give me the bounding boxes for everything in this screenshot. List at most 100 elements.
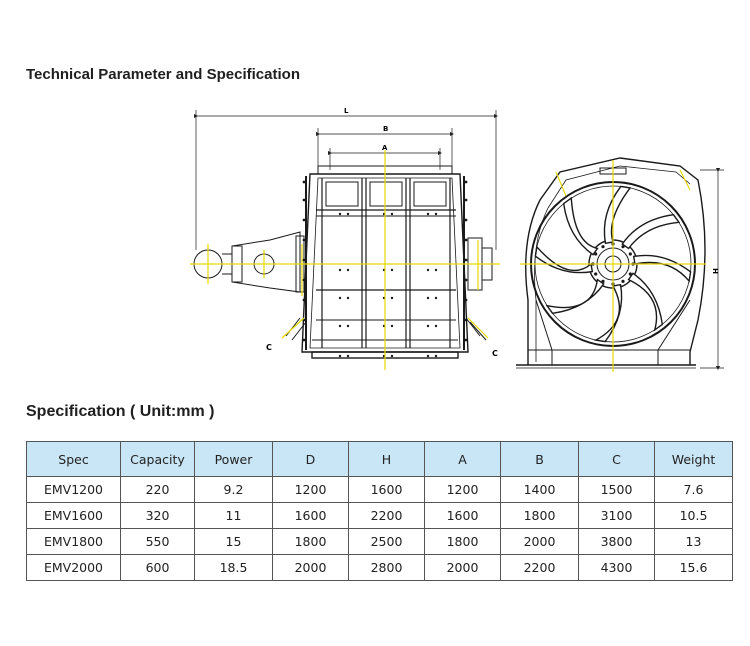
impeller-blade [545,278,605,315]
dim-label-C-right: C [492,349,498,358]
bolt-dot [338,354,342,358]
column-header-power: Power [194,441,273,477]
hub-bolt [628,252,632,256]
table-cell: 2000 [424,554,501,581]
bolt-dot [434,296,438,300]
impeller-blade [627,272,664,332]
impeller-blades [534,185,692,343]
table-cell: 1800 [424,528,501,555]
bolt-dot [434,268,438,272]
bolt-dot [302,278,306,282]
column-header-d: D [272,441,349,477]
table-cell: 15.6 [654,554,733,581]
table-cell: 2500 [348,528,425,555]
table-cell: 13 [654,528,733,555]
table-cell: 11 [194,502,273,529]
bolt-dot [338,268,342,272]
impeller-blade [632,254,692,283]
bolt-dot [434,324,438,328]
bolt-dot [464,198,468,202]
table-cell: 1200 [424,476,501,503]
column-header-capacity: Capacity [120,441,195,477]
bolt-dot [390,268,394,272]
bolt-dot [302,338,306,342]
dim-label-A: A [382,144,388,152]
table-cell: 2000 [272,554,349,581]
table-cell: 1800 [272,528,349,555]
hub-bolt [594,272,598,276]
table-cell: 3800 [578,528,655,555]
front-centerlines [190,150,500,370]
table-cell: 220 [120,476,195,503]
table-cell: 1600 [348,476,425,503]
bolt-dot [346,354,350,358]
impeller-blade [621,213,681,250]
bolt-dot [464,238,468,242]
table-cell: 1400 [500,476,579,503]
bolt-dot [302,218,306,222]
column-header-h: H [348,441,425,477]
table-cell: EMV2000 [26,554,121,581]
bolt-dot [434,212,438,216]
table-cell: EMV1200 [26,476,121,503]
hub-bolt [621,279,625,283]
table-cell: EMV1800 [26,528,121,555]
table-cell: 1600 [272,502,349,529]
table-cell: 600 [120,554,195,581]
dim-label-L: L [344,107,349,115]
section-title-technical: Technical Parameter and Specification [26,66,300,83]
section-title-specification: Specification ( Unit:mm ) [26,403,215,420]
bolt-dot [346,212,350,216]
bolt-dot [346,324,350,328]
dim-label-H: H [712,268,720,274]
table-cell: 7.6 [654,476,733,503]
dim-label-B: B [383,125,388,133]
table-cell: 320 [120,502,195,529]
bolt-dot [426,268,430,272]
column-header-a: A [424,441,501,477]
side-centerlines [520,160,706,372]
bolt-dot [302,198,306,202]
impeller-blade [534,245,594,274]
bolt-dot [464,278,468,282]
table-cell: 2200 [348,502,425,529]
dim-label-C-left: C [266,343,272,352]
bolt-dot [390,324,394,328]
table-cell: 18.5 [194,554,273,581]
table-cell: 1800 [500,502,579,529]
hub-bolt [594,252,598,256]
table-cell: 1200 [272,476,349,503]
table-cell: 2800 [348,554,425,581]
bolt-dot [464,298,468,302]
bolt-dot [464,180,468,184]
bolt-dot [346,296,350,300]
table-cell: 4300 [578,554,655,581]
table-cell: EMV1600 [26,502,121,529]
table-cell: 2000 [500,528,579,555]
bolt-dot [434,354,438,358]
bolt-dot [302,298,306,302]
bolt-dot [464,338,468,342]
table-cell: 15 [194,528,273,555]
impeller-blade [593,283,623,343]
bolt-dot [302,258,306,262]
bolt-dot [302,180,306,184]
table-cell: 1600 [424,502,501,529]
bolt-dot [426,212,430,216]
hub-bolt [621,245,625,249]
column-header-spec: Spec [26,441,121,477]
technical-drawing: L B A C C H [190,107,724,372]
hub-bolt [628,272,632,276]
column-header-weight: Weight [654,441,733,477]
bolt-dot [338,324,342,328]
bolt-dot [426,324,430,328]
bolt-dot [346,268,350,272]
bolt-dot [390,296,394,300]
table-cell: 9.2 [194,476,273,503]
